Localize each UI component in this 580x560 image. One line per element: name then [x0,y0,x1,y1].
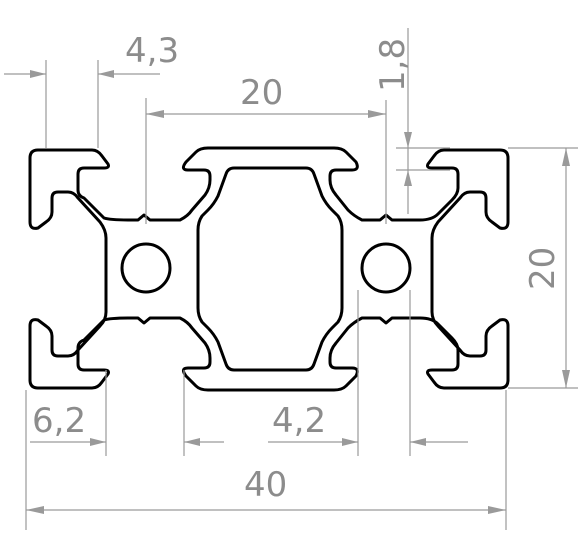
dim-label-width: 40 [244,465,287,505]
dim-label-slot-opening-top: 4,3 [125,31,179,71]
dim-label-wall-thickness: 1,8 [373,38,413,92]
dimension-core-wall-bottom: 4,2 [268,290,468,456]
profile-cross-section [28,146,510,392]
dim-label-height: 20 [523,247,563,290]
dimension-slot-opening-top: 4,3 [4,31,179,148]
dimension-hole-spacing: 20 [145,73,387,224]
dimension-wall-thickness: 1,8 [373,28,450,214]
dimension-height: 20 [508,147,578,389]
dimension-width: 40 [25,390,507,530]
dim-label-core-wall-bottom: 4,2 [272,401,326,441]
dim-label-hole-spacing: 20 [240,73,283,113]
profile-center-cavity [196,166,344,372]
left-core-hole [120,242,172,294]
right-core-hole [360,242,412,294]
dimension-slot-width-bottom: 6,2 [30,370,224,456]
dim-label-slot-width-bottom: 6,2 [32,401,86,441]
